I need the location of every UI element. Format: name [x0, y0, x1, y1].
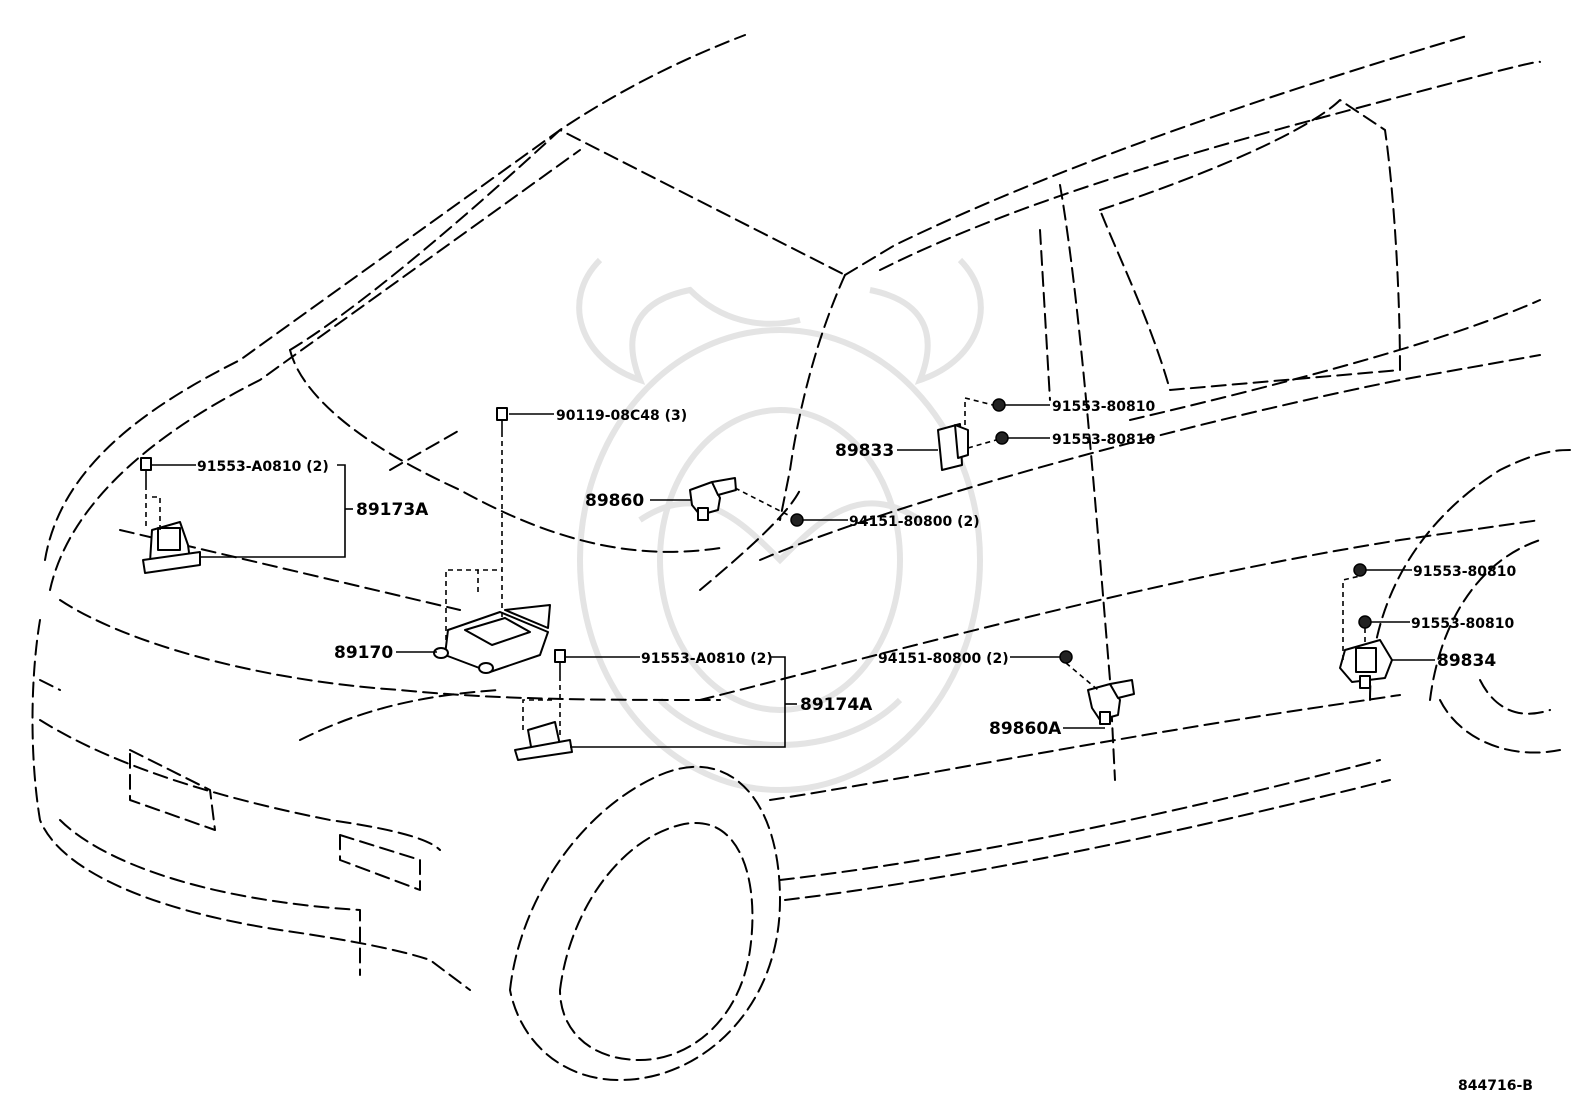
part-89833-sensor [937, 423, 969, 471]
callout-91553-A0810-lower: 91553-A0810 (2) [641, 651, 773, 667]
diagram-code: 844716-B [1458, 1078, 1533, 1094]
callout-94151-80800-upper: 94151-80800 (2) [849, 514, 980, 530]
part-89834-sensor [1339, 639, 1393, 689]
nut-94151-80800-upper [790, 513, 804, 527]
part-89173A-bracket [142, 521, 201, 574]
nut-91553-80810-d [1358, 615, 1372, 629]
callout-91553-80810-a: 91553-80810 [1052, 399, 1155, 415]
callout-90119-08C48: 90119-08C48 (3) [556, 408, 687, 424]
bolt-91553-A0810-lower [554, 649, 566, 676]
nut-91553-80810-b [995, 431, 1009, 445]
callout-89834: 89834 [1437, 651, 1496, 671]
part-89860A-sensor [1087, 679, 1135, 725]
callout-89174A: 89174A [800, 695, 873, 715]
callout-89170: 89170 [334, 643, 393, 663]
nut-94151-80800-lower [1059, 650, 1073, 664]
callout-89833: 89833 [835, 441, 894, 461]
callout-91553-80810-b: 91553-80810 [1052, 432, 1155, 448]
part-89174A-bracket [514, 721, 573, 761]
callout-91553-80810-d: 91553-80810 [1411, 616, 1514, 632]
bolt-90119-08C48 [496, 407, 508, 432]
callout-89860: 89860 [585, 491, 644, 511]
bolt-91553-A0810-upper [140, 457, 152, 485]
part-89860-sensor [689, 477, 737, 521]
nut-91553-80810-a [992, 398, 1006, 412]
vehicle-outline [31, 34, 1571, 1081]
leader-lines [152, 404, 1435, 748]
watermark-emblem [576, 257, 984, 793]
callout-89860A: 89860A [989, 719, 1062, 739]
callout-89173A: 89173A [356, 500, 429, 520]
callout-91553-A0810-upper: 91553-A0810 (2) [197, 459, 329, 475]
part-89170-airbag-ecu [433, 604, 551, 674]
callout-94151-80800-lower: 94151-80800 (2) [878, 651, 1009, 667]
callout-91553-80810-c: 91553-80810 [1413, 564, 1516, 580]
nut-91553-80810-c [1353, 563, 1367, 577]
